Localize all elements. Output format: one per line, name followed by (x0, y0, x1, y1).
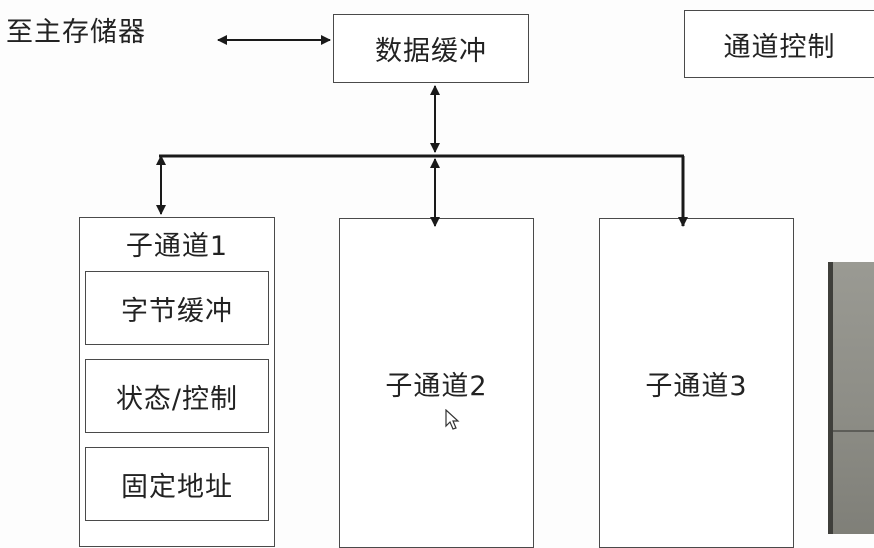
photo-divider-line (833, 430, 874, 432)
subchannel-3-label: 子通道3 (645, 371, 748, 402)
connector-lines (156, 35, 688, 227)
to-main-memory-label: 至主存储器 (6, 17, 146, 48)
background-photo-strip (833, 262, 874, 534)
channel-control-label: 通道控制 (723, 31, 836, 63)
mouse-cursor-icon (445, 409, 460, 430)
photo-frame-edge (828, 262, 834, 534)
status-control-label: 状态/控制 (115, 383, 239, 415)
channel-control-box: 通道控制 (684, 10, 874, 78)
data-buffer-box: 数据缓冲 (333, 14, 529, 83)
fixed-address-box: 固定地址 (85, 447, 269, 521)
byte-buffer-box: 字节缓冲 (85, 271, 269, 345)
subchannel-1-title: 子通道1 (125, 231, 229, 262)
data-buffer-label: 数据缓冲 (375, 36, 487, 67)
status-control-box: 状态/控制 (85, 359, 269, 433)
byte-buffer-label: 字节缓冲 (121, 295, 233, 327)
subchannel-2-label: 子通道2 (385, 371, 488, 402)
subchannel-3-box: 子通道3 (599, 218, 794, 548)
fixed-address-label: 固定地址 (121, 471, 233, 503)
